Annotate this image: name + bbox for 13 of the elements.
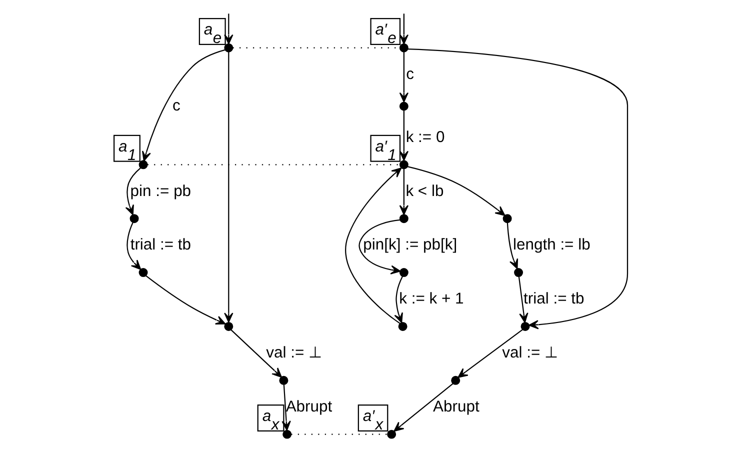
edge-label: val := ⊥ <box>502 344 559 362</box>
edge-label: trial := tb <box>130 236 192 254</box>
edge-label: k := k + 1 <box>399 290 464 308</box>
edge-label: c <box>406 66 414 83</box>
edge-label: pin[k] := pb[k] <box>363 236 458 254</box>
edge-label: k := 0 <box>406 128 445 146</box>
edge-label: pin := pb <box>130 182 192 200</box>
edge-label: k < lb <box>406 182 444 200</box>
edge-label: val := ⊥ <box>266 344 323 362</box>
edge-label: trial := tb <box>524 290 584 308</box>
edge-label: length := lb <box>512 236 590 254</box>
edge-label: Abrupt <box>433 398 480 416</box>
edge-label: c <box>172 97 180 114</box>
